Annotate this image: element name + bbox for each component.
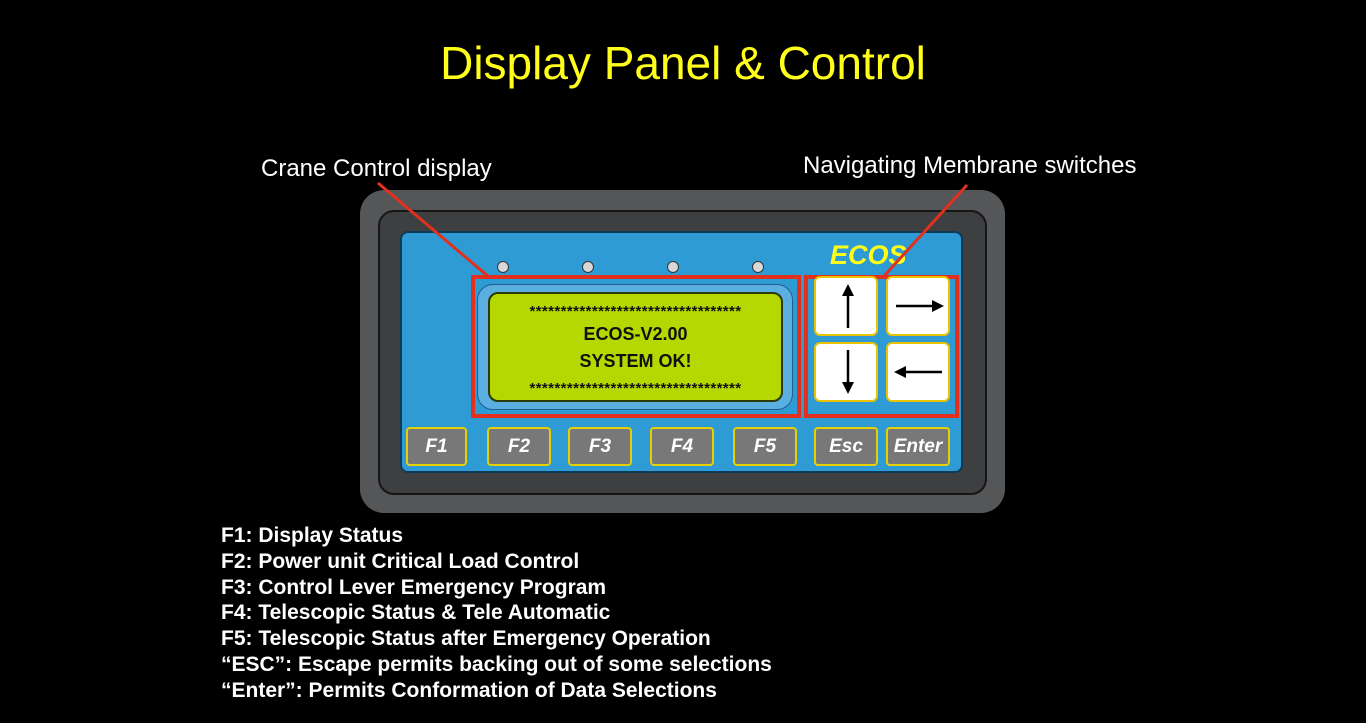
legend-item-f4: F4: Telescopic Status & Tele Automatic — [221, 601, 611, 625]
switches-highlight-box — [804, 275, 959, 418]
f2-key[interactable]: F2 — [487, 427, 551, 466]
esc-key[interactable]: Esc — [814, 427, 878, 466]
lcd-stars-bottom: ********************************** — [529, 381, 742, 397]
switches-pointer-line — [882, 183, 969, 278]
f4-key[interactable]: F4 — [650, 427, 714, 466]
function-key-legend: F1: Display Status F2: Power unit Critic… — [221, 523, 772, 704]
page-title: Display Panel & Control — [440, 37, 926, 89]
legend-item-enter: “Enter”: Permits Conformation of Data Se… — [221, 678, 717, 702]
lcd-screen: ********************************** ECOS-… — [488, 292, 783, 402]
nav-left-button[interactable] — [886, 342, 950, 402]
down-arrow-icon — [842, 350, 854, 394]
lcd-line-2: SYSTEM OK! — [579, 351, 692, 371]
display-highlight-box — [471, 275, 801, 418]
display-pointer-line — [377, 181, 490, 279]
lcd-stars-top: ********************************** — [529, 304, 742, 320]
nav-right-button[interactable] — [886, 276, 950, 336]
legend-item-f5: F5: Telescopic Status after Emergency Op… — [221, 627, 711, 651]
legend-item-esc: “ESC”: Escape permits backing out of som… — [221, 652, 772, 676]
lcd-line-1: ECOS-V2.00 — [583, 324, 688, 344]
indicator-led-4 — [752, 261, 764, 273]
callout-membrane-switches: Navigating Membrane switches — [803, 152, 1137, 179]
indicator-led-1 — [497, 261, 509, 273]
f5-key[interactable]: F5 — [733, 427, 797, 466]
up-arrow-icon — [842, 284, 854, 328]
f3-key[interactable]: F3 — [568, 427, 632, 466]
enter-key[interactable]: Enter — [886, 427, 950, 466]
nav-up-button[interactable] — [814, 276, 878, 336]
callout-crane-control-display: Crane Control display — [261, 155, 492, 182]
nav-down-button[interactable] — [814, 342, 878, 402]
right-arrow-icon — [896, 300, 944, 312]
legend-item-f2: F2: Power unit Critical Load Control — [221, 549, 580, 573]
f1-key[interactable]: F1 — [406, 427, 467, 466]
legend-item-f3: F3: Control Lever Emergency Program — [221, 575, 607, 599]
indicator-led-3 — [667, 261, 679, 273]
legend-item-f1: F1: Display Status — [221, 524, 404, 547]
indicator-led-2 — [582, 261, 594, 273]
left-arrow-icon — [894, 366, 942, 378]
